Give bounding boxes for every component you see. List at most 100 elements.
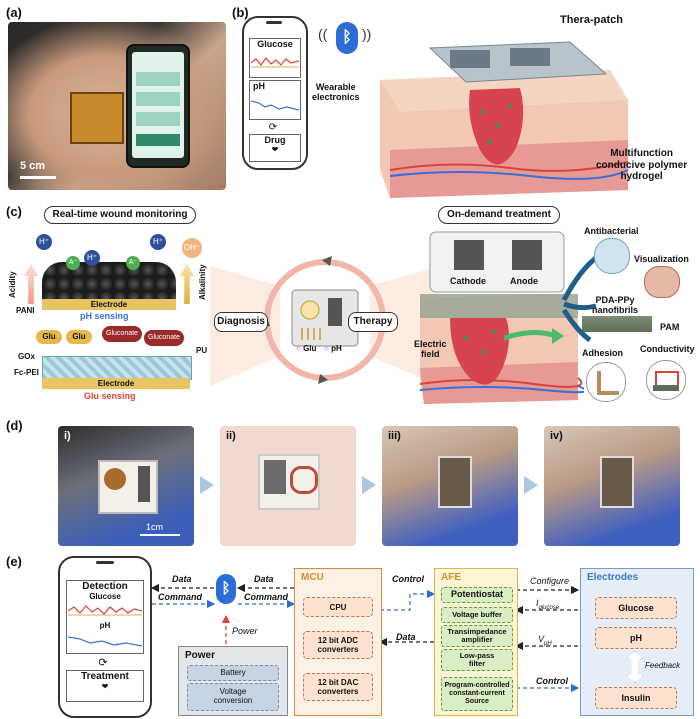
power-box: Power Battery Voltage conversion (178, 646, 288, 716)
adc-block: 12 bit ADC converters (303, 631, 373, 659)
signal-left-icon: (( (318, 26, 328, 42)
panel-a-label: (a) (6, 5, 22, 20)
gox-label: GOx (18, 352, 35, 361)
e-connector-arrows (150, 583, 580, 693)
h-ion-3: H⁺ (150, 234, 166, 250)
detection-card: Detection Glucose pH (66, 580, 144, 654)
legend-ph: ○ pH (324, 344, 342, 353)
treatment-illustration (419, 231, 584, 404)
drug-card: Drug ❤ (249, 134, 301, 162)
antibacterial-label: Antibacterial (584, 226, 639, 236)
panel-c-label: (c) (6, 204, 22, 219)
arrow-d1 (200, 476, 214, 494)
conductivity-icon (646, 360, 686, 400)
adhesion-label: Adhesion (582, 348, 624, 358)
a-minus-ion-1: A⁻ (66, 256, 80, 270)
pani-label: PANI (16, 306, 35, 315)
step-i-photo: i) 1cm (58, 426, 194, 546)
dac-block: 12 bit DAC converters (303, 673, 373, 701)
mcu-box: MCU CPU 12 bit ADC converters 12 bit DAC… (294, 568, 382, 716)
pda-ppy-label: PDA-PPy nanofibrils (592, 295, 639, 315)
ph-electrode: Electrode (42, 299, 176, 310)
gluconate-molecule-2: Gluconate (144, 330, 184, 346)
h-ion-1: H⁺ (36, 234, 52, 250)
adhesion-icon (586, 362, 626, 402)
treatment-card: Treatment ❤ (66, 670, 144, 702)
conductivity-label: Conductivity (640, 344, 695, 354)
scale-bar (20, 176, 56, 179)
potentiostat-block: Potentiostat (441, 587, 513, 603)
anode-label: Anode (510, 276, 538, 286)
step-iv-photo: iv) (544, 426, 680, 546)
hydrogel-label: Multifunction conducive polymer hydrogel (596, 148, 688, 182)
therapy-label: Therapy (348, 312, 398, 332)
alkalinity-arrow (180, 264, 194, 304)
d-scale-bar (140, 534, 180, 536)
enzyme-layer (42, 356, 192, 380)
data-label-2: Data (254, 574, 274, 584)
control-label-2: Control (536, 676, 568, 686)
e-phone-mockup: Detection Glucose pH ⟳ Treatment ❤ (58, 556, 152, 718)
insulin-electrode-block: Insulin (595, 687, 677, 709)
alkalinity-label: Alkalinity (198, 264, 207, 300)
voltage-buffer-block: Voltage buffer (441, 607, 513, 623)
arrow-d3 (524, 476, 538, 494)
cpu-block: CPU (303, 597, 373, 617)
electric-field-label: Electric field (414, 339, 447, 359)
current-source-block: Program-controlled constant-current Sour… (441, 677, 513, 711)
step-ii-photo: ii) (220, 426, 356, 546)
ph-sensing-label: pH sensing (80, 311, 129, 321)
glu-molecule-1: Glu (36, 330, 62, 344)
antibacterial-icon (594, 238, 630, 274)
ph-card: pH (249, 80, 301, 120)
power-arrow-label: Power (232, 626, 258, 636)
circuit-board (70, 92, 124, 144)
fc-pei-label: Fc-PEI (14, 368, 39, 377)
glu-sensing-label: Glu sensing (84, 391, 136, 401)
phone-app-mockup: Glucose pH ⟳ Drug ❤ (242, 16, 308, 170)
treatment-title: On-demand treatment (438, 206, 560, 224)
monitoring-title: Real-time wound monitoring (44, 206, 196, 224)
acidity-arrow (24, 264, 38, 304)
data-label-1: Data (172, 574, 192, 584)
visualization-icon (644, 266, 680, 298)
a-minus-ion-2: A⁻ (126, 256, 140, 270)
smartphone (126, 44, 190, 168)
data-label-3: Data (396, 632, 416, 642)
voltage-conversion-block: Voltage conversion (187, 683, 279, 711)
acidity-label: Acidity (8, 271, 17, 298)
d-scale-label: 1cm (146, 522, 164, 532)
command-label-2: Command (244, 592, 289, 602)
step-iii-photo: iii) (382, 426, 518, 546)
oh-ion: OH⁻ (182, 238, 202, 258)
h-ion-2: H⁺ (84, 250, 100, 266)
wearable-device-photo: 5 cm (8, 22, 226, 190)
sync-icon: ⟳ (268, 122, 278, 133)
v-ph-label: VpH (538, 634, 552, 647)
lpf-block: Low-pass filter (441, 649, 513, 671)
cathode-label: Cathode (450, 276, 486, 286)
glu-electrode: Electrode (42, 378, 190, 389)
glu-molecule-2: Glu (66, 330, 92, 344)
legend-glu: ○ Glu (296, 344, 317, 353)
configure-label: Configure (530, 576, 570, 586)
feedback-arrow (627, 651, 643, 683)
diagnosis-label: Diagnosis (214, 312, 268, 332)
property-arrows (561, 256, 598, 343)
battery-block: Battery (187, 665, 279, 681)
visualization-label: Visualization (634, 254, 689, 264)
e-pill-icon: ❤ (101, 682, 109, 691)
control-label-1: Control (392, 574, 424, 584)
glucose-electrode-block: Glucose (595, 597, 677, 619)
pu-label: PU (196, 346, 208, 355)
glucose-card: Glucose (249, 38, 301, 78)
panel-d-label: (d) (6, 418, 23, 433)
ph-electrode-block: pH (595, 627, 677, 649)
afe-box: AFE Potentiostat Voltage buffer Transimp… (434, 568, 518, 716)
thera-patch-label: Thera-patch (560, 14, 623, 26)
signal-right-icon: )) (362, 26, 372, 42)
pill-icon: ❤ (271, 145, 279, 154)
pam-label: PAM (660, 322, 680, 332)
scale-label: 5 cm (20, 160, 46, 172)
bluetooth-icon: ᛒ (336, 22, 358, 54)
